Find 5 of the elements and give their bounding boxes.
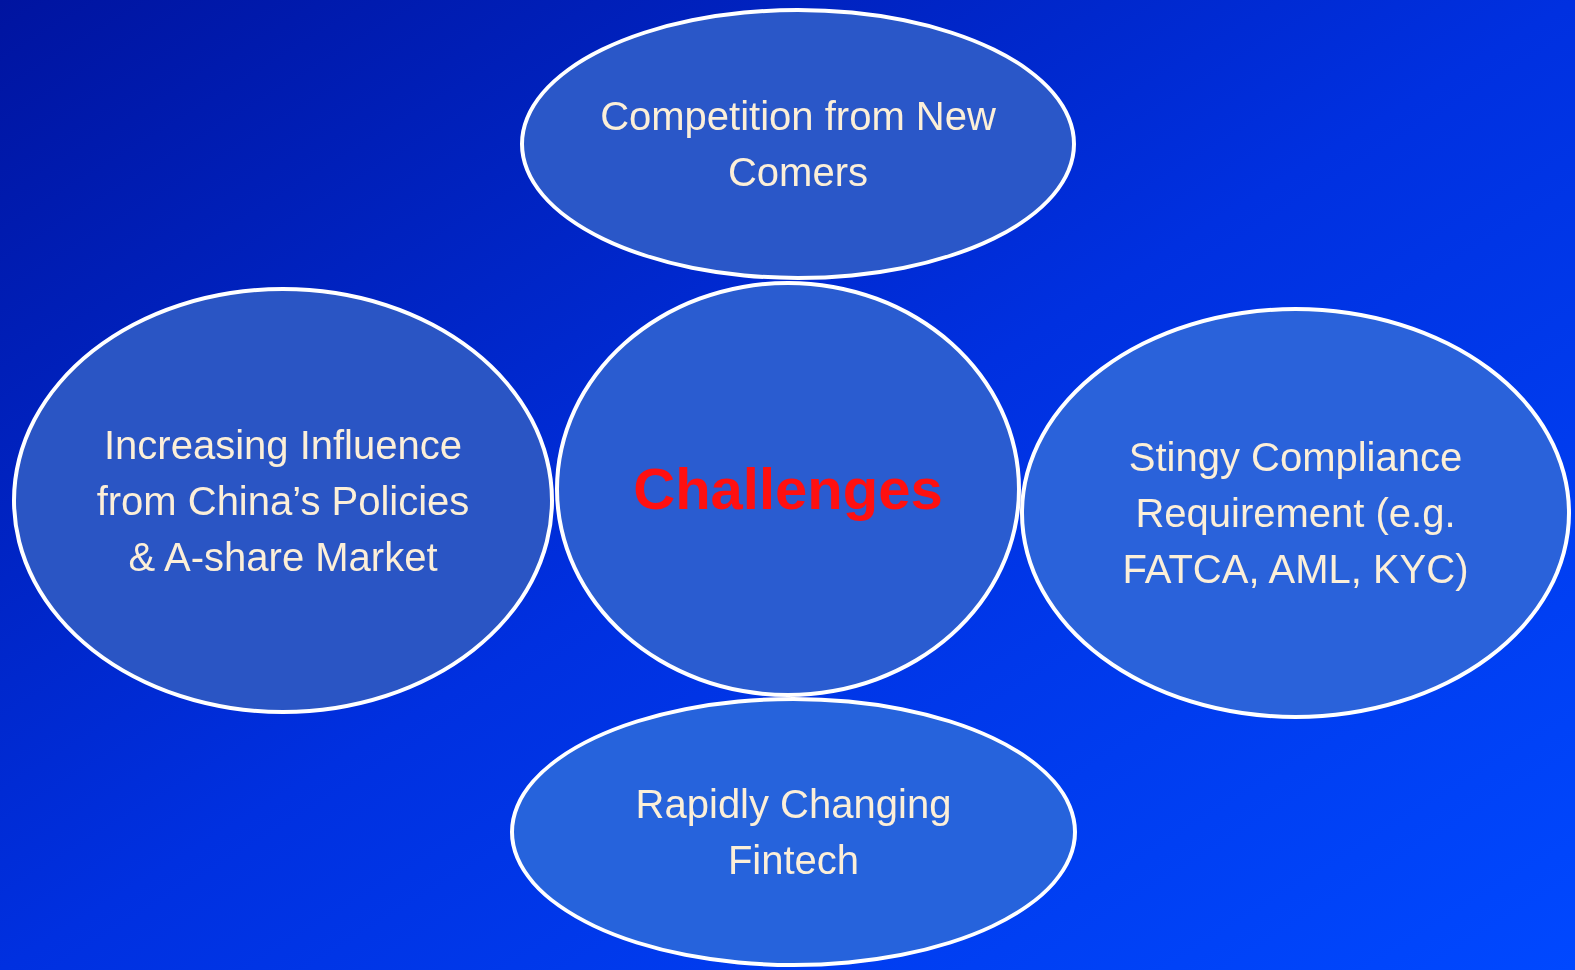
challenge-text: Competition from New Comers (599, 93, 997, 196)
challenge-text: Stingy Compliance Requirement (e.g. FATCA, AML, KYC) (1121, 434, 1470, 593)
central-title: Challenges (633, 454, 943, 523)
challenge-text: Increasing Influence from China’s Policies & A-share Market (95, 421, 471, 581)
challenge-text: Rapidly Changing Fintech (634, 781, 953, 884)
